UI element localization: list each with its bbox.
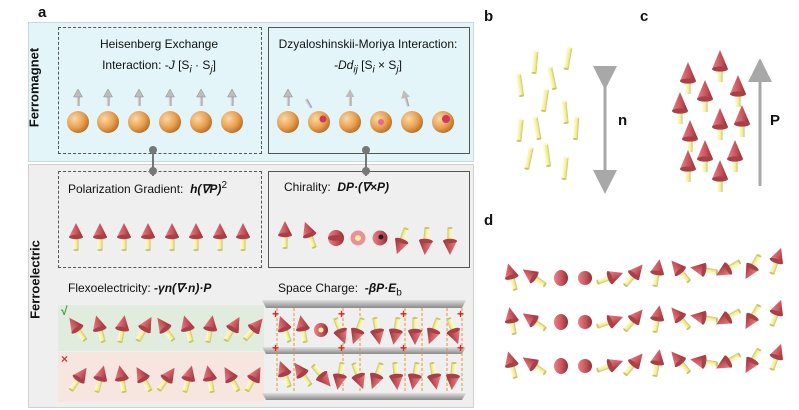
dmi-text: Dzyaloshinskii-Moriya Interaction: -Ddij…	[268, 34, 468, 80]
svg-text:+: +	[272, 341, 279, 355]
panel-label-c: c	[640, 8, 649, 25]
flexo-cross-arrows	[64, 363, 267, 395]
dmi-line2: -Ddij [Si × Sj]	[334, 58, 402, 76]
panel-label-a: a	[38, 4, 47, 21]
chirality-title: Chirality: DP·(∇×P)	[284, 180, 390, 194]
space-title: Space Charge: -βP·Eb	[278, 281, 402, 299]
space-charge-arrows	[273, 313, 465, 392]
connector-left	[149, 146, 157, 176]
n-label: n	[618, 112, 628, 129]
panel-label-d: d	[484, 212, 494, 229]
polar-cones	[672, 50, 750, 192]
svg-text:+: +	[338, 341, 345, 355]
panel-label-b: b	[484, 8, 494, 25]
heisenberg-box	[58, 27, 262, 154]
svg-text:+: +	[400, 341, 407, 355]
svg-text:+: +	[400, 307, 407, 321]
chirality-arrows	[278, 219, 457, 257]
polarization-title: Polarization Gradient: h(∇P)2	[68, 180, 227, 196]
heisenberg-line1: Heisenberg Exchange	[99, 37, 219, 51]
heisenberg-text: Heisenberg Exchange Interaction: -J [Si …	[58, 34, 260, 80]
nematic-cylinders	[515, 45, 580, 181]
ferromagnet-row	[28, 22, 474, 162]
helix-row-3	[501, 341, 788, 381]
check-mark-icon: √	[61, 304, 68, 318]
dmi-box	[268, 27, 470, 154]
dmi-spins	[276, 88, 454, 134]
svg-text:+: +	[457, 307, 464, 321]
connector-right	[362, 146, 370, 176]
polarization-box	[58, 171, 262, 268]
heisenberg-line2: Interaction: -J [Si · Sj]	[102, 58, 216, 76]
flexo-check-arrows	[63, 313, 269, 345]
dmi-line1: Dzyaloshinskii-Moriya Interaction:	[278, 37, 458, 51]
cross-mark-icon: ×	[61, 352, 69, 366]
polarization-arrows	[69, 223, 250, 251]
space-charge-plates: + + + + + + + +	[262, 300, 466, 400]
heisenberg-spins	[66, 88, 244, 134]
svg-text:+: +	[272, 307, 279, 321]
svg-text:+: +	[457, 341, 464, 355]
flexo-title: Flexoelectricity: -γn(∇·n)·P	[68, 281, 212, 295]
helix-row-1	[501, 245, 788, 293]
svg-text:+: +	[338, 307, 345, 321]
p-label: P	[770, 112, 781, 129]
helix-row-2	[502, 297, 788, 337]
